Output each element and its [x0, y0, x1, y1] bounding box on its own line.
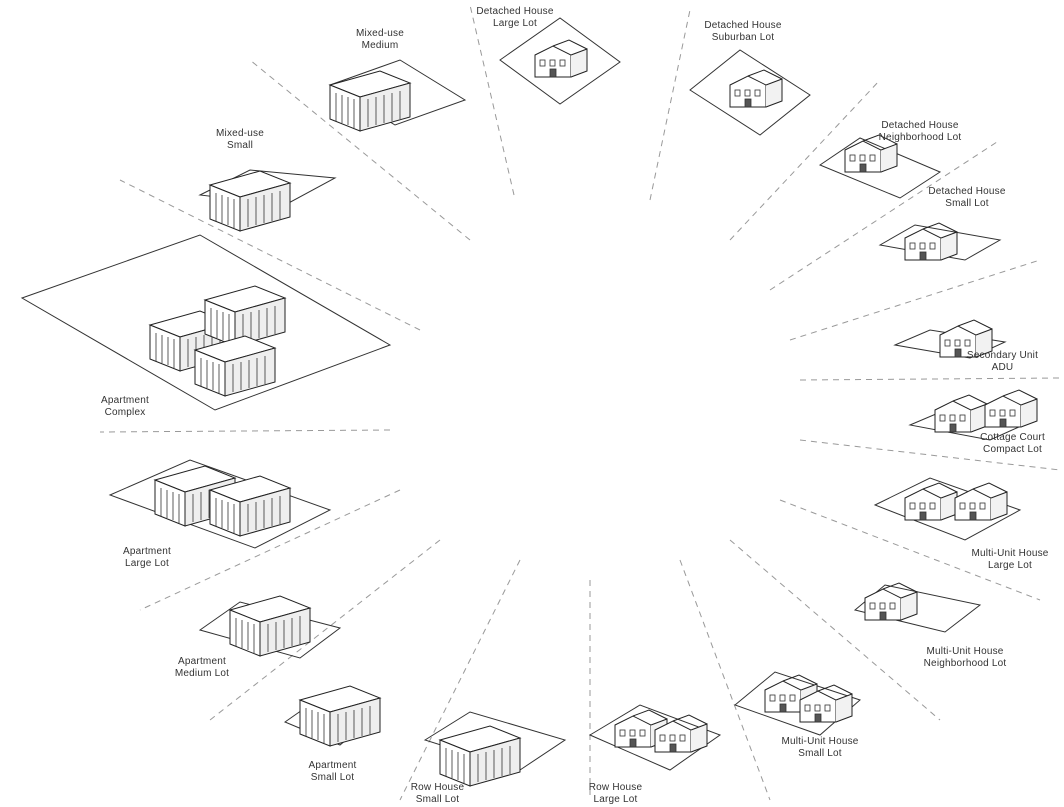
label-line2: Medium [340, 40, 420, 52]
label-line1: Row House [400, 782, 475, 794]
label-detached-house-suburban: Detached House Suburban Lot [688, 20, 798, 44]
label-line2: Small Lot [295, 772, 370, 784]
label-line2: Neighborhood Lot [900, 658, 1030, 670]
label-apartment-medium: Apartment Medium Lot [162, 656, 242, 680]
label-apartment-small: Apartment Small Lot [295, 760, 370, 784]
label-mixed-use-medium: Mixed-use Medium [340, 28, 420, 52]
label-line2: Suburban Lot [688, 32, 798, 44]
label-line1: Mixed-use [205, 128, 275, 140]
label-line2: Large Lot [112, 558, 182, 570]
label-apartment-large: Apartment Large Lot [112, 546, 182, 570]
label-line2: Small [205, 140, 275, 152]
label-detached-house-large: Detached House Large Lot [460, 6, 570, 30]
label-line2: Large Lot [460, 18, 570, 30]
label-line1: Detached House [912, 186, 1022, 198]
label-line1: Secondary Unit [955, 350, 1050, 362]
label-line1: Multi-Unit House [900, 646, 1030, 658]
label-line1: Multi-Unit House [765, 736, 875, 748]
label-detached-house-small: Detached House Small Lot [912, 186, 1022, 210]
label-line2: Large Lot [578, 794, 653, 806]
label-multi-unit-house-neighborhood: Multi-Unit House Neighborhood Lot [900, 646, 1030, 670]
label-row-house-small: Row House Small Lot [400, 782, 475, 806]
label-line1: Cottage Court [965, 432, 1060, 444]
label-line1: Mixed-use [340, 28, 420, 40]
label-secondary-unit-adu: Secondary Unit ADU [955, 350, 1050, 374]
label-line2: Small Lot [765, 748, 875, 760]
label-line1: Row House [578, 782, 653, 794]
label-line2: Large Lot [955, 560, 1064, 572]
label-line2: Small Lot [400, 794, 475, 806]
label-line1: Apartment [162, 656, 242, 668]
label-line2: Neighborhood Lot [860, 132, 980, 144]
label-line1: Detached House [688, 20, 798, 32]
label-line1: Detached House [460, 6, 570, 18]
label-line2: Complex [90, 407, 160, 419]
label-line1: Apartment [112, 546, 182, 558]
building-drawings [150, 40, 1037, 786]
label-line2: Compact Lot [965, 444, 1060, 456]
label-line1: Apartment [295, 760, 370, 772]
label-mixed-use-small: Mixed-use Small [205, 128, 275, 152]
label-line2: ADU [955, 362, 1050, 374]
label-row-house-large: Row House Large Lot [578, 782, 653, 806]
label-line1: Apartment [90, 395, 160, 407]
label-apartment-complex: Apartment Complex [90, 395, 160, 419]
label-multi-unit-house-small: Multi-Unit House Small Lot [765, 736, 875, 760]
label-line2: Medium Lot [162, 668, 242, 680]
label-line1: Multi-Unit House [955, 548, 1064, 560]
label-multi-unit-house-large: Multi-Unit House Large Lot [955, 548, 1064, 572]
label-cottage-court: Cottage Court Compact Lot [965, 432, 1060, 456]
label-detached-house-neighborhood: Detached House Neighborhood Lot [860, 120, 980, 144]
label-line1: Detached House [860, 120, 980, 132]
label-line2: Small Lot [912, 198, 1022, 210]
